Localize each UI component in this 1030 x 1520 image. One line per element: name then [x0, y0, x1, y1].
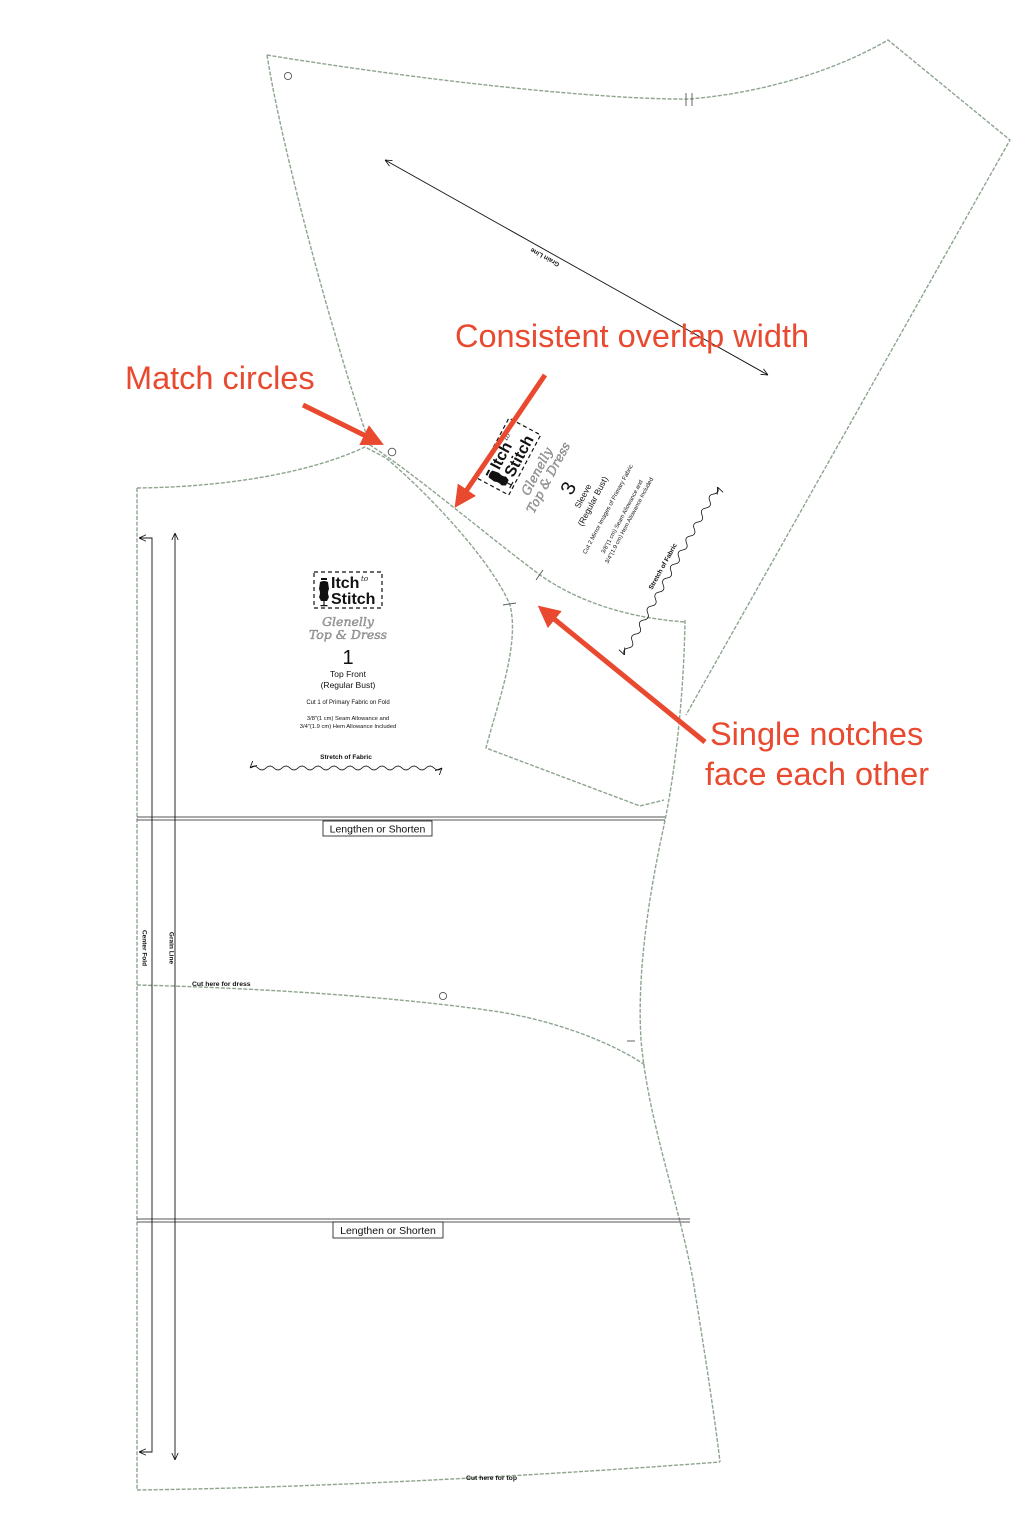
logo-frame: [476, 417, 542, 496]
front-side-seam: [639, 619, 721, 1463]
hem-allowance-note: 3/4"(1.9 cm) Hem Allowance Included: [300, 724, 396, 730]
seam-allowance-note: 3/8"(1 cm) Seam Allowance and: [307, 716, 389, 722]
dress-form-icon: [485, 469, 514, 489]
sleeve-piece: Grain Line Stretch of Fabric Itch to Sti…: [266, 39, 1011, 716]
pattern-subtitle: Top & Dress: [309, 627, 387, 642]
pattern-name: Glenelly: [322, 614, 375, 629]
piece-size: (Regular Bust): [321, 680, 376, 690]
logo-frame: [313, 571, 383, 609]
front-label-block: Itch to Stitch Glenelly Top & Dress 1 To…: [300, 571, 396, 730]
hem-allowance-note: 3/4"(1.9 cm) Hem Allowance Included: [605, 477, 656, 565]
annotation-single-notches-line1: Single notches: [710, 716, 923, 752]
lengthen-shorten-label-lower: Lengthen or Shorten: [340, 1225, 436, 1237]
sleeve-cap-edge: [266, 54, 686, 623]
itch-to-stitch-logo: Itch to Stitch: [313, 571, 383, 609]
cut-here-for-dress-label: Cut here for dress: [192, 981, 251, 988]
logo-word-itch: Itch: [331, 575, 359, 592]
logo-word-to: to: [361, 575, 368, 583]
sleeve-grain-line-arrow: [385, 160, 768, 375]
front-stretch-label: Stretch of Fabric: [320, 754, 372, 761]
front-neckline-armhole: [136, 446, 665, 807]
cut-here-for-top-label: Cut here for top: [466, 1475, 517, 1482]
front-single-notch: [502, 602, 517, 606]
logo-word-to: to: [502, 432, 512, 442]
annotation-arrow-notches: [537, 605, 707, 744]
front-hem-edge: [136, 1461, 721, 1491]
logo-word-stitch: Stitch: [331, 591, 375, 608]
top-front-piece: Lengthen or Shorten Lengthen or Shorten …: [136, 446, 721, 1491]
sleeve-double-notch: [685, 93, 693, 106]
cut-here-for-dress-line: [136, 984, 646, 1066]
sleeve-single-notch: [535, 569, 544, 581]
lengthen-shorten-box-lower: [332, 1221, 444, 1239]
front-grain-line-label: Grain Line: [167, 932, 174, 965]
dress-form-icon: [319, 578, 329, 607]
sleeve-stretch-wave-arrow: [622, 486, 719, 656]
sleeve-corner-circle: [283, 71, 293, 81]
annotation-match-circles: Match circles: [125, 360, 315, 396]
sleeve-grain-line-label: Grain Line: [529, 246, 561, 268]
front-stretch-wave-arrow: [250, 766, 442, 770]
annotation-single-notches-line2: face each other: [705, 756, 929, 792]
piece-number: 1: [342, 647, 353, 669]
lengthen-shorten-label-upper: Lengthen or Shorten: [330, 824, 426, 836]
dress-hem-circle: [438, 991, 448, 1001]
lengthen-shorten-line-lower: [137, 1218, 690, 1223]
annotations: Consistent overlap width Match circles S…: [125, 318, 929, 792]
lengthen-shorten-box-upper: [322, 820, 433, 837]
annotation-consistent-overlap: Consistent overlap width: [455, 318, 809, 354]
center-fold-label: Center Fold: [140, 930, 147, 966]
sleeve-stretch-label: Stretch of Fabric: [648, 542, 679, 591]
annotation-arrow-overlap: [454, 373, 548, 508]
center-fold-bracket: [139, 538, 153, 1452]
piece-name: Top Front: [330, 669, 367, 679]
lengthen-shorten-line-upper: [137, 816, 665, 821]
annotation-arrow-circles: [301, 402, 384, 445]
match-circle: [387, 447, 397, 457]
sleeve-outline: [266, 39, 1011, 716]
cut-instruction: Cut 1 of Primary Fabric on Fold: [306, 700, 389, 706]
